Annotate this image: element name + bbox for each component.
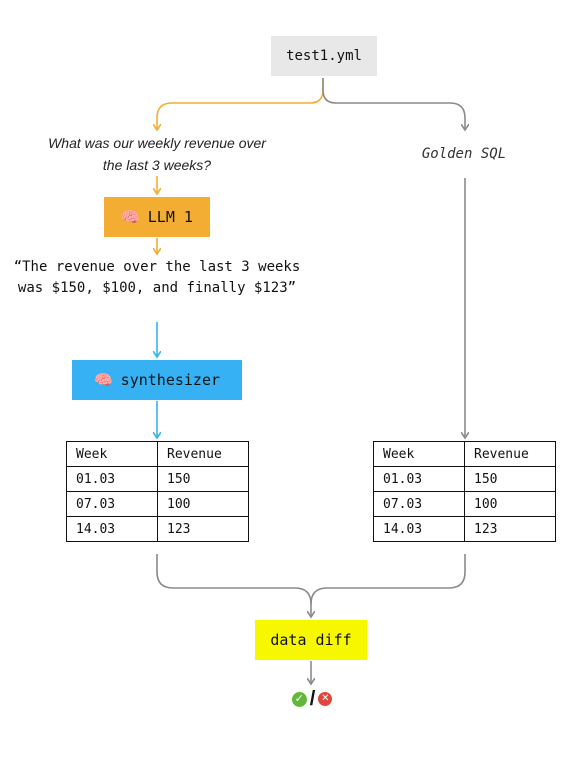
table-cell: 07.03: [373, 491, 465, 517]
verdict-separator: /: [309, 688, 316, 710]
table-cell: 150: [157, 466, 249, 492]
synthesizer-node: 🧠 synthesizer: [72, 360, 242, 400]
arrow-right-table-to-diff: [310, 554, 466, 605]
table-header-row: Week Revenue: [373, 441, 556, 467]
brain-icon: 🧠: [93, 371, 113, 389]
table-cell: 14.03: [373, 516, 465, 542]
table-header-cell: Week: [373, 441, 465, 467]
check-icon: ✓: [291, 691, 307, 707]
table-row: 01.03 150: [66, 466, 249, 492]
arrow-file-to-question: [157, 78, 324, 130]
cross-icon: ✕: [318, 692, 333, 706]
table-cell: 150: [464, 466, 556, 492]
arrow-left-table-to-diff: [156, 554, 311, 617]
table-header-cell: Revenue: [464, 441, 556, 467]
golden-result-table: Week Revenue 01.03 150 07.03 100 14.03 1…: [373, 441, 556, 542]
table-header-row: Week Revenue: [66, 441, 249, 467]
table-cell: 14.03: [66, 516, 158, 542]
llm-label: LLM 1: [147, 208, 193, 226]
llm-node: 🧠 LLM 1: [104, 197, 210, 237]
table-row: 14.03 123: [66, 516, 249, 542]
data-diff-node: data diff: [255, 620, 367, 660]
llm-answer-text: “The revenue over the last 3 weeks was $…: [13, 259, 301, 296]
table-row: 14.03 123: [373, 516, 556, 542]
table-cell: 123: [464, 516, 556, 542]
data-diff-label: data diff: [270, 631, 352, 649]
table-cell: 01.03: [373, 466, 465, 492]
table-row: 07.03 100: [66, 491, 249, 517]
table-cell: 123: [157, 516, 249, 542]
question-text: What was our weekly revenue over the las…: [48, 135, 266, 173]
table-row: 01.03 150: [373, 466, 556, 492]
brain-icon: 🧠: [121, 208, 140, 226]
table-header-cell: Revenue: [157, 441, 249, 467]
verdict: ✓ / ✕: [286, 688, 338, 710]
golden-sql-text: Golden SQL: [421, 146, 507, 162]
table-row: 07.03 100: [373, 491, 556, 517]
table-cell: 01.03: [66, 466, 158, 492]
arrow-file-to-golden: [322, 78, 465, 130]
synthesizer-label: synthesizer: [120, 371, 221, 389]
test-file-label: test1.yml: [286, 48, 362, 64]
test-file-node: test1.yml: [271, 36, 377, 76]
table-header-cell: Week: [66, 441, 158, 467]
table-cell: 100: [157, 491, 249, 517]
table-cell: 100: [464, 491, 556, 517]
synthesized-result-table: Week Revenue 01.03 150 07.03 100 14.03 1…: [66, 441, 249, 542]
table-cell: 07.03: [66, 491, 158, 517]
